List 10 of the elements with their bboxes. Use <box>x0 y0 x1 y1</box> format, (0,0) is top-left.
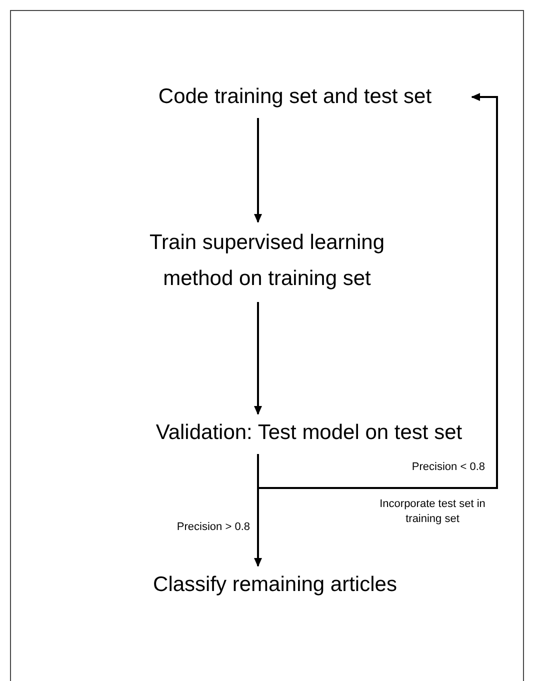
step-text: Train supervised learning method on training set <box>125 224 409 298</box>
arrow <box>254 302 262 415</box>
edge-label: Precision > 0.8 <box>176 520 250 535</box>
note-text: Incorporate test set in training set <box>378 497 486 527</box>
arrow <box>257 93 498 489</box>
edge-label: Precision < 0.8 <box>410 460 485 475</box>
step-text: Code training set and test set <box>118 80 472 114</box>
step-text: Classify remaining articles <box>140 568 410 602</box>
arrow <box>254 118 262 223</box>
step-text: Validation: Test model on test set <box>128 416 490 450</box>
